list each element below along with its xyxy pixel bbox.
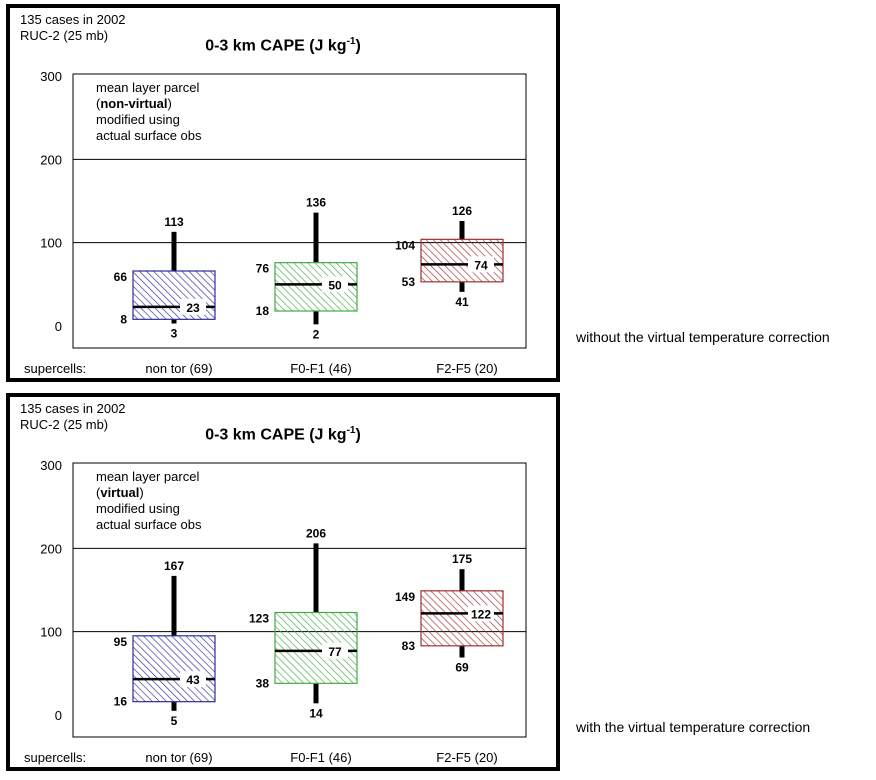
median-label-bg-f2-f5 <box>468 256 494 273</box>
min-label-non-tor: 3 <box>171 327 178 341</box>
x-axis-label: supercells: <box>24 750 86 765</box>
median-label-f0-f1: 77 <box>328 645 342 659</box>
q3-label-f0-f1: 123 <box>249 612 269 626</box>
q3-label-non-tor: 95 <box>114 635 128 649</box>
median-label-bg-non-tor <box>180 671 206 688</box>
chart-panel-bottom: 135 cases in 2002 RUC-2 (25 mb) 0-3 km C… <box>6 393 560 771</box>
parcel-note: mean layer parcel (virtual) modified usi… <box>96 469 202 532</box>
min-label-bg-f2-f5 <box>453 659 471 674</box>
y-tick-label-300: 300 <box>40 458 62 473</box>
q1-label-f0-f1: 18 <box>256 304 270 318</box>
q1-label-f2-f5: 83 <box>402 639 416 653</box>
box-plot-top: 0 100 200 300 supercells: 23 113 66 8 3 non tor (6… <box>24 69 527 376</box>
box-plot-bottom: 0 100 200 300 supercells: 43 167 95 16 5 non tor (… <box>24 458 527 765</box>
median-label-non-tor: 43 <box>186 673 200 687</box>
median-label-non-tor: 23 <box>186 301 200 315</box>
min-label-bg-f2-f5 <box>453 293 471 308</box>
max-label-f2-f5: 126 <box>452 204 472 218</box>
q3-label-non-tor: 66 <box>114 270 128 284</box>
chart-panel-top: 135 cases in 2002 RUC-2 (25 mb) 0-3 km C… <box>6 4 560 382</box>
min-label-non-tor: 5 <box>171 714 178 728</box>
parcel-note: mean layer parcel (non-virtual) modified… <box>96 80 202 143</box>
y-tick-label-100: 100 <box>40 625 62 640</box>
header-model: RUC-2 (25 mb) <box>20 28 109 43</box>
header-model: RUC-2 (25 mb) <box>20 417 109 432</box>
side-caption-top: without the virtual temperature correcti… <box>576 329 830 345</box>
max-label-non-tor: 113 <box>164 215 184 229</box>
y-tick-label-300: 300 <box>40 69 62 84</box>
box-non-tor <box>132 635 216 703</box>
median-label-bg-f2-f5 <box>468 605 494 622</box>
header-text: 135 cases in 2002 RUC-2 (25 mb) <box>20 12 126 44</box>
chart-title: 0-3 km CAPE (J kg-1) <box>205 425 361 444</box>
plot-frame <box>72 73 527 349</box>
median-label-bg-non-tor <box>180 298 206 315</box>
category-label-f2-f5: F2-F5 (20) <box>436 361 497 376</box>
category-label-non-tor: non tor (69) <box>145 750 212 765</box>
median-label-bg-f0-f1 <box>322 642 348 659</box>
median-label-f2-f5: 74 <box>474 258 488 272</box>
y-tick-label-0: 0 <box>55 708 62 723</box>
q1-label-non-tor: 16 <box>114 695 128 709</box>
max-label-non-tor: 167 <box>164 559 184 573</box>
q3-label-f2-f5: 149 <box>395 590 415 604</box>
y-tick-label-0: 0 <box>55 319 62 334</box>
max-label-f2-f5: 175 <box>452 552 472 566</box>
header-cases: 135 cases in 2002 <box>20 401 126 416</box>
max-label-f0-f1: 136 <box>306 196 326 210</box>
min-label-f2-f5: 41 <box>455 295 469 309</box>
q1-label-f2-f5: 53 <box>402 275 416 289</box>
q3-label-f2-f5: 104 <box>395 238 415 252</box>
median-label-f2-f5: 122 <box>471 607 491 621</box>
x-axis-label: supercells: <box>24 361 86 376</box>
min-label-f0-f1: 14 <box>309 706 323 720</box>
header-cases: 135 cases in 2002 <box>20 12 126 27</box>
min-label-bg-non-tor <box>165 325 183 340</box>
min-label-f0-f1: 2 <box>313 327 320 341</box>
min-label-bg-f0-f1 <box>307 326 325 341</box>
category-label-f0-f1: F0-F1 (46) <box>290 750 351 765</box>
min-label-bg-f0-f1 <box>307 705 325 720</box>
category-label-non-tor: non tor (69) <box>145 361 212 376</box>
header-text: 135 cases in 2002 RUC-2 (25 mb) <box>20 401 126 433</box>
category-label-f0-f1: F0-F1 (46) <box>290 361 351 376</box>
category-label-f2-f5: F2-F5 (20) <box>436 750 497 765</box>
median-label-f0-f1: 50 <box>328 278 342 292</box>
q3-label-f0-f1: 76 <box>256 262 270 276</box>
q1-label-non-tor: 8 <box>120 312 127 326</box>
y-tick-label-200: 200 <box>40 152 62 167</box>
y-tick-label-200: 200 <box>40 541 62 556</box>
min-label-bg-non-tor <box>165 712 183 727</box>
max-label-f0-f1: 206 <box>306 526 326 540</box>
median-label-bg-f0-f1 <box>322 276 348 293</box>
plot-frame <box>72 462 527 738</box>
y-tick-label-100: 100 <box>40 236 62 251</box>
side-caption-bottom: with the virtual temperature correction <box>576 719 811 735</box>
chart-title: 0-3 km CAPE (J kg-1) <box>205 36 361 55</box>
q1-label-f0-f1: 38 <box>256 676 270 690</box>
min-label-f2-f5: 69 <box>455 661 469 675</box>
